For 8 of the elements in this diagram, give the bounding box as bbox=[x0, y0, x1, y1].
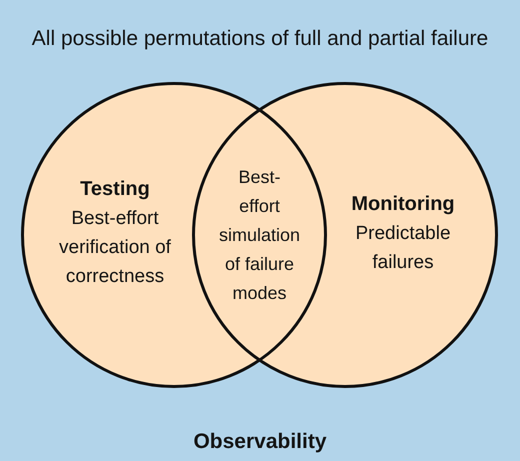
set-description: Predictable failures bbox=[354, 222, 452, 275]
set-title: Testing bbox=[80, 177, 150, 202]
overlap-description: Best-effort simulation of failure modes bbox=[218, 163, 300, 308]
diagram-heading: All possible permutations of full and partial failure bbox=[32, 26, 488, 52]
venn-circle bbox=[192, 82, 498, 388]
set-title: Observability bbox=[193, 429, 327, 455]
set-title: Monitoring bbox=[351, 192, 455, 217]
set-description: Best-effort verification of correctness bbox=[58, 207, 172, 289]
